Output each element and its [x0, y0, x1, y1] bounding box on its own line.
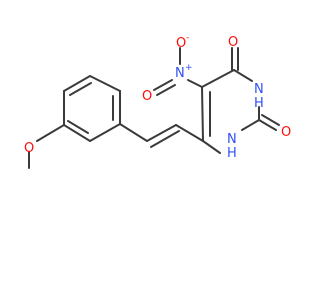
bond-c2-o-2 [261, 114, 280, 126]
nitro-n-plus-charge: + [185, 63, 193, 73]
bond-nitro-n-o-double [153, 79, 173, 91]
bond-ar2 [63, 124, 91, 142]
bond-c2-n1 [241, 119, 260, 131]
nitro-o-double-label: O [142, 89, 152, 104]
n1-hydrogen-label: H [227, 146, 237, 161]
bond-nitro-n-o-double-2 [156, 84, 176, 96]
n3-label: N [254, 82, 264, 97]
bond-ar4 [63, 75, 91, 92]
molecule-structure: O - N + O O N H O N H O [24, 33, 291, 169]
bond-ar2-inner [67, 120, 89, 134]
bonds [28, 47, 280, 169]
atom-labels: O - N + O O N H O N H O [24, 33, 291, 161]
nitro-o-minus-label: O [176, 36, 186, 51]
bond-c6-vinyl [175, 124, 204, 142]
bond-ar5 [89, 75, 121, 92]
bond-n1-c6 [202, 140, 221, 154]
c4-carbonyl-o-label: O [228, 35, 238, 50]
methoxy-o-label: O [24, 141, 34, 156]
bond-c2-o [258, 119, 277, 131]
bond-vinyl-phenyl [119, 123, 148, 142]
bond-vinyl-double-2 [150, 130, 180, 148]
bond-c5-nitro-n [187, 79, 203, 88]
nitro-n-plus-label: N [175, 66, 185, 81]
n1-label: N [227, 132, 237, 147]
bond-ar4-inner [69, 82, 92, 96]
bond-c6-c5 [201, 86, 204, 142]
n3-hydrogen-label: H [254, 96, 264, 111]
nitro-o-minus-charge: - [186, 33, 189, 43]
bond-c4-n3 [233, 69, 253, 82]
bond-vinyl-double [146, 124, 177, 142]
c2-carbonyl-o-label: O [281, 125, 291, 140]
bond-c5-c4 [201, 69, 235, 88]
bond-ar1 [89, 123, 121, 142]
bond-ar-o [36, 124, 65, 142]
